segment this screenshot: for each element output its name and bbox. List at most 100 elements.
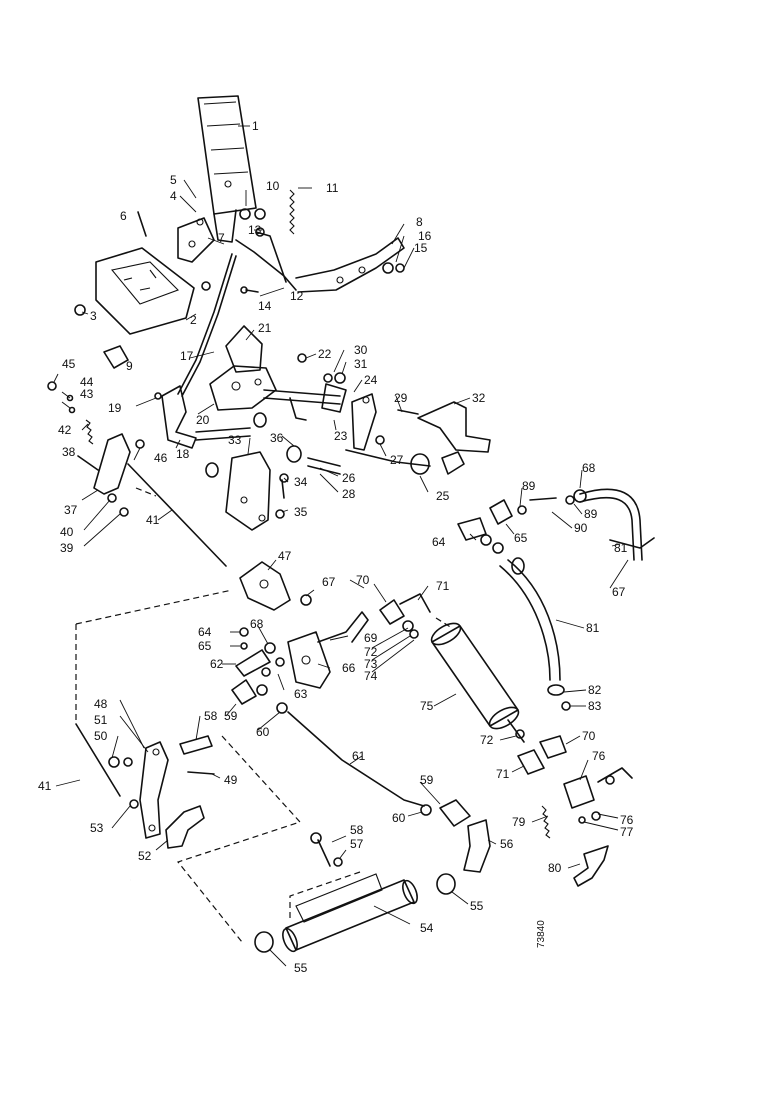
callout-23: 23	[334, 429, 348, 443]
linkage-lower	[75, 723, 491, 953]
callout-19: 19	[108, 401, 122, 415]
callout-59-b: 59	[420, 773, 434, 787]
pedal-assembly	[74, 95, 405, 397]
callout-64-a: 64	[198, 625, 212, 639]
callout-24: 24	[364, 373, 378, 387]
callout-26: 26	[342, 471, 356, 485]
callout-55-a: 55	[294, 961, 308, 975]
callout-63: 63	[294, 687, 308, 701]
callout-59-a: 59	[224, 709, 238, 723]
callout-43: 43	[80, 387, 94, 401]
callout-70-b: 70	[582, 729, 596, 743]
callout-56: 56	[500, 837, 514, 851]
callout-58-a: 58	[204, 709, 218, 723]
callout-30: 30	[354, 343, 368, 357]
callout-33: 33	[228, 433, 242, 447]
callout-10: 10	[266, 179, 280, 193]
callout-58-b: 58	[350, 823, 364, 837]
callout-41-a: 41	[146, 513, 160, 527]
callout-11: 11	[326, 181, 339, 195]
callout-68-b: 68	[582, 461, 596, 475]
callout-73: 73	[364, 657, 378, 671]
callout-32: 32	[472, 391, 486, 405]
callout-77: 77	[620, 825, 634, 839]
callout-12: 12	[290, 289, 304, 303]
callout-83: 83	[588, 699, 602, 713]
callout-60-b: 60	[392, 811, 406, 825]
callout-14: 14	[258, 299, 272, 313]
hose-assembly	[457, 488, 655, 711]
callout-6: 6	[120, 209, 127, 223]
callout-8-a: 8	[416, 215, 423, 229]
document-id: 73840	[536, 920, 547, 948]
callout-89-a: 89	[522, 479, 536, 493]
callout-51: 51	[94, 713, 108, 727]
linkage-middle	[231, 561, 633, 887]
callout-44: 44	[80, 375, 94, 389]
callout-57: 57	[350, 837, 364, 851]
callout-25: 25	[436, 489, 450, 503]
callout-16: 16	[418, 229, 432, 243]
callout-34: 34	[294, 475, 308, 489]
callout-61: 61	[352, 749, 366, 763]
callout-35: 35	[294, 505, 308, 519]
callout-45: 45	[62, 357, 76, 371]
callout-81-a: 81	[586, 621, 600, 635]
callout-38: 38	[62, 445, 76, 459]
phantom-lines	[75, 487, 453, 943]
callout-31: 31	[354, 357, 368, 371]
callout-5: 5	[170, 173, 177, 187]
callout-72-a: 72	[364, 645, 378, 659]
callout-65-a: 65	[198, 639, 212, 653]
callout-62: 62	[210, 657, 224, 671]
callout-79: 79	[512, 815, 526, 829]
callout-9: 9	[126, 359, 133, 373]
callout-68-a: 68	[250, 617, 264, 631]
callout-39: 39	[60, 541, 74, 555]
callout-65-b: 65	[514, 531, 528, 545]
callout-82: 82	[588, 683, 602, 697]
callout-48: 48	[94, 697, 108, 711]
callout-53: 53	[90, 821, 104, 835]
callout-4: 4	[170, 189, 177, 203]
callout-89-b: 89	[584, 507, 598, 521]
leader-lines	[53, 125, 629, 967]
callout-71-b: 71	[496, 767, 510, 781]
callout-7: 7	[218, 231, 225, 245]
callout-76-b: 76	[620, 813, 634, 827]
callout-67-a: 67	[322, 575, 336, 589]
callout-13: 13	[248, 223, 262, 237]
callout-18: 18	[176, 447, 190, 461]
callout-74: 74	[364, 669, 378, 683]
callout-labels: 1 2 3 4 5 6 7 8 8 9 10 11 12 13 14 15 16…	[38, 119, 634, 975]
callout-80: 80	[548, 861, 562, 875]
callout-47: 47	[278, 549, 292, 563]
callout-64-b: 64	[432, 535, 446, 549]
callout-50: 50	[94, 729, 108, 743]
callout-37: 37	[64, 503, 78, 517]
callout-2: 2	[190, 313, 197, 327]
callout-41-b: 41	[38, 779, 52, 793]
callout-90: 90	[574, 521, 588, 535]
callout-60-a: 60	[256, 725, 270, 739]
callout-66: 66	[342, 661, 356, 675]
callout-81-b: 81	[614, 541, 628, 555]
callout-67-b: 67	[612, 585, 626, 599]
callout-21: 21	[258, 321, 272, 335]
callout-3: 3	[90, 309, 97, 323]
callout-55-b: 55	[470, 899, 484, 913]
callout-1: 1	[252, 119, 259, 133]
callout-54: 54	[420, 921, 434, 935]
callout-42: 42	[58, 423, 72, 437]
callout-76-a: 76	[592, 749, 606, 763]
callout-15: 15	[414, 241, 428, 255]
callout-28: 28	[342, 487, 356, 501]
callout-49: 49	[224, 773, 238, 787]
callout-69: 69	[364, 631, 378, 645]
callout-20: 20	[196, 413, 210, 427]
callout-40: 40	[60, 525, 74, 539]
callout-27: 27	[390, 453, 404, 467]
callout-36: 36	[270, 431, 284, 445]
callout-17: 17	[180, 349, 194, 363]
